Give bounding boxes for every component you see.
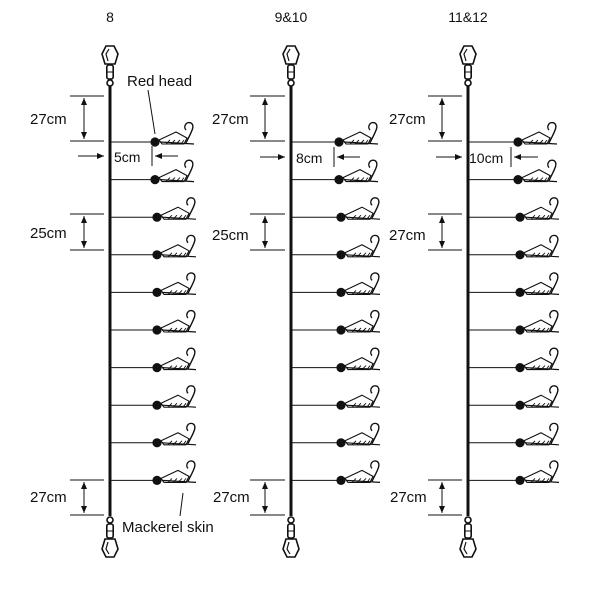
bead-icon	[513, 175, 523, 185]
hook-icon	[344, 309, 381, 333]
bead-icon	[515, 250, 525, 260]
rig-2: 9&10 27cm 25cm 27cm 8cm	[212, 9, 381, 558]
hook-icon	[523, 197, 560, 220]
bead-icon	[515, 438, 525, 448]
bead-icon	[515, 212, 525, 222]
bead-icon	[336, 475, 346, 485]
hook-icon	[160, 234, 197, 258]
hook-icon	[342, 159, 379, 183]
dim-spacing: 25cm	[30, 225, 67, 242]
bead-icon	[152, 325, 162, 335]
hook-icon	[160, 309, 197, 333]
hook-icon	[523, 422, 560, 446]
dim-spacing: 25cm	[212, 227, 249, 244]
bottom-snap-swivel-icon	[282, 516, 300, 558]
dim-top: 27cm	[212, 111, 249, 128]
bead-icon	[336, 438, 346, 448]
bead-icon	[152, 250, 162, 260]
hook-icon	[523, 234, 560, 258]
rig-2-title: 9&10	[275, 9, 308, 25]
hook-icon	[523, 460, 560, 484]
hook-icon	[523, 347, 560, 371]
hook-icon	[160, 422, 197, 446]
bead-icon	[152, 363, 162, 373]
rig-1-title: 8	[106, 9, 114, 25]
bead-icon	[336, 212, 346, 222]
hook-icon	[160, 460, 197, 484]
hook-icon	[523, 385, 560, 408]
hook-icon	[523, 272, 560, 296]
bottom-snap-swivel-icon	[459, 516, 477, 558]
bead-icon	[152, 475, 162, 485]
bead-icon	[515, 400, 525, 410]
dim-bottom: 27cm	[213, 489, 250, 506]
hook-icon	[160, 272, 197, 296]
bead-icon	[152, 287, 162, 297]
branches	[468, 121, 560, 485]
bead-icon	[515, 475, 525, 485]
hook-icon	[344, 347, 381, 371]
bead-icon	[334, 137, 344, 147]
dim-spacing: 27cm	[389, 227, 426, 244]
bead-icon	[334, 175, 344, 185]
bead-icon	[336, 250, 346, 260]
bead-icon	[515, 325, 525, 335]
bead-icon	[150, 137, 160, 147]
dim-hook-offset: 8cm	[296, 150, 322, 166]
hook-icon	[523, 309, 560, 333]
hook-icon	[160, 347, 197, 371]
hook-icon	[344, 422, 381, 446]
rig-3-title: 11&12	[448, 9, 488, 25]
hook-icon	[160, 197, 197, 220]
bead-icon	[336, 363, 346, 373]
hook-icon	[342, 121, 379, 145]
bead-icon	[152, 212, 162, 222]
bottom-snap-swivel-icon	[101, 516, 119, 558]
dim-top: 27cm	[389, 111, 426, 128]
rig-1: 8 27cm 25cm 27cm 5cm Red head Macke	[30, 9, 214, 558]
hook-icon	[158, 159, 195, 183]
dim-hook-offset: 5cm	[114, 149, 140, 165]
branches	[291, 121, 381, 485]
hook-icon	[158, 121, 195, 145]
hook-icon	[160, 385, 197, 408]
hook-icon	[521, 121, 558, 145]
hook-icon	[344, 234, 381, 258]
bead-icon	[152, 438, 162, 448]
bead-icon	[336, 325, 346, 335]
hook-icon	[521, 159, 558, 183]
bead-icon	[336, 287, 346, 297]
dim-top: 27cm	[30, 111, 67, 128]
bead-icon	[515, 287, 525, 297]
hook-icon	[344, 272, 381, 296]
dim-bottom: 27cm	[30, 489, 67, 506]
top-snap-swivel-icon	[459, 45, 477, 87]
hook-icon	[344, 385, 381, 408]
branches	[110, 121, 197, 485]
top-snap-swivel-icon	[101, 45, 119, 87]
rig-3: 11&12 27cm 27cm 27cm 10cm	[389, 9, 560, 558]
annotation-mackerel-skin: Mackerel skin	[122, 519, 214, 536]
dim-bottom: 27cm	[390, 489, 427, 506]
dim-hook-offset: 10cm	[469, 150, 503, 166]
bead-icon	[150, 175, 160, 185]
top-snap-swivel-icon	[282, 45, 300, 87]
bead-icon	[515, 363, 525, 373]
hook-icon	[344, 460, 381, 484]
bead-icon	[152, 400, 162, 410]
hook-icon	[344, 197, 381, 220]
bead-icon	[336, 400, 346, 410]
annotation-red-head: Red head	[127, 73, 192, 90]
bead-icon	[513, 137, 523, 147]
